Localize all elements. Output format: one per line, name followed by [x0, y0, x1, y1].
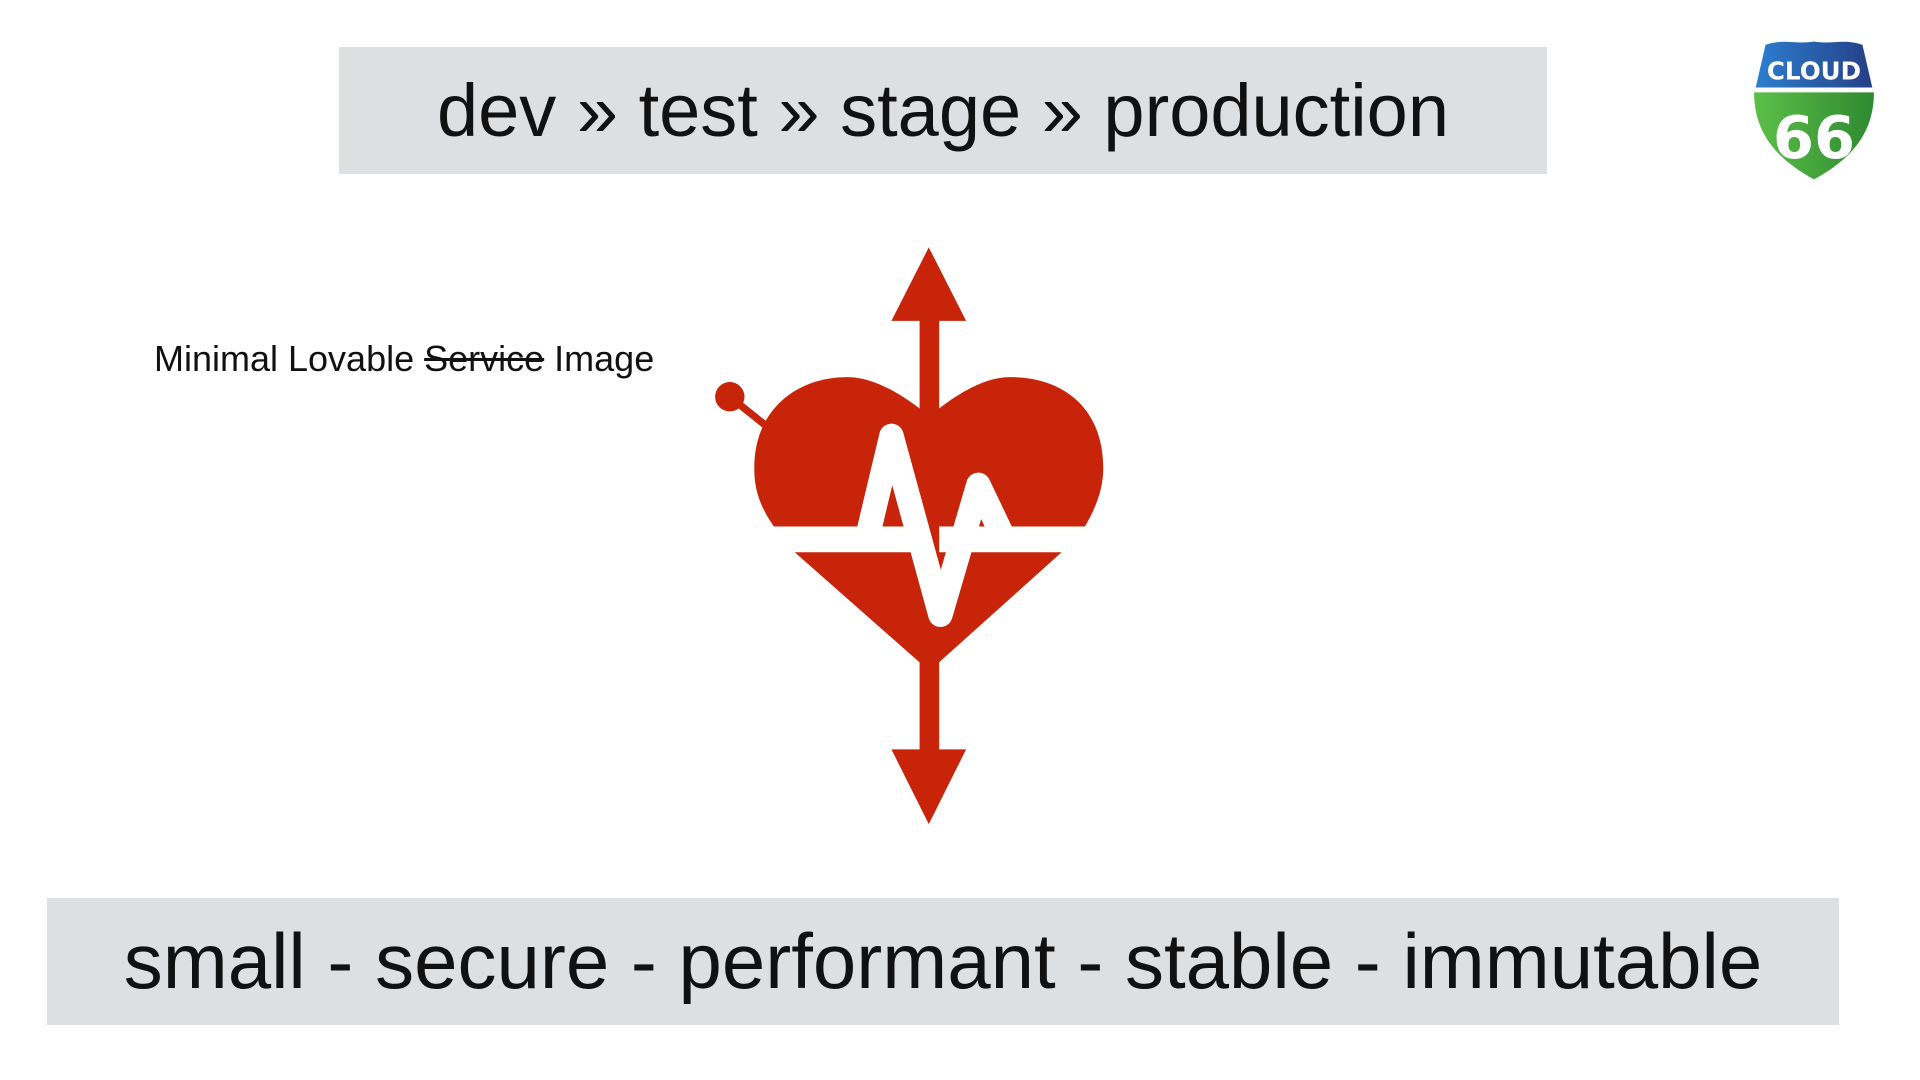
annotation-struck: Service [424, 338, 545, 379]
arrow-up-icon [891, 247, 967, 321]
pin-icon [715, 382, 745, 412]
arrow-down-icon [891, 749, 967, 825]
cloud66-logo: CLOUD 66 [1754, 41, 1874, 180]
pipeline-banner: dev » test » stage » production [339, 47, 1547, 174]
annotation-label: Minimal Lovable Service Image [154, 338, 654, 380]
annotation-after: Image [544, 338, 655, 379]
logo-word: CLOUD [1767, 56, 1861, 85]
pipeline-text: dev » test » stage » production [436, 69, 1449, 152]
logo-number: 66 [1773, 103, 1855, 172]
qualities-banner: small - secure - performant - stable - i… [47, 898, 1839, 1025]
annotation-before: Minimal Lovable [154, 338, 425, 379]
qualities-text: small - secure - performant - stable - i… [123, 917, 1763, 1005]
heart-icon [754, 377, 1104, 527]
pulse-line-icon [722, 423, 1139, 627]
